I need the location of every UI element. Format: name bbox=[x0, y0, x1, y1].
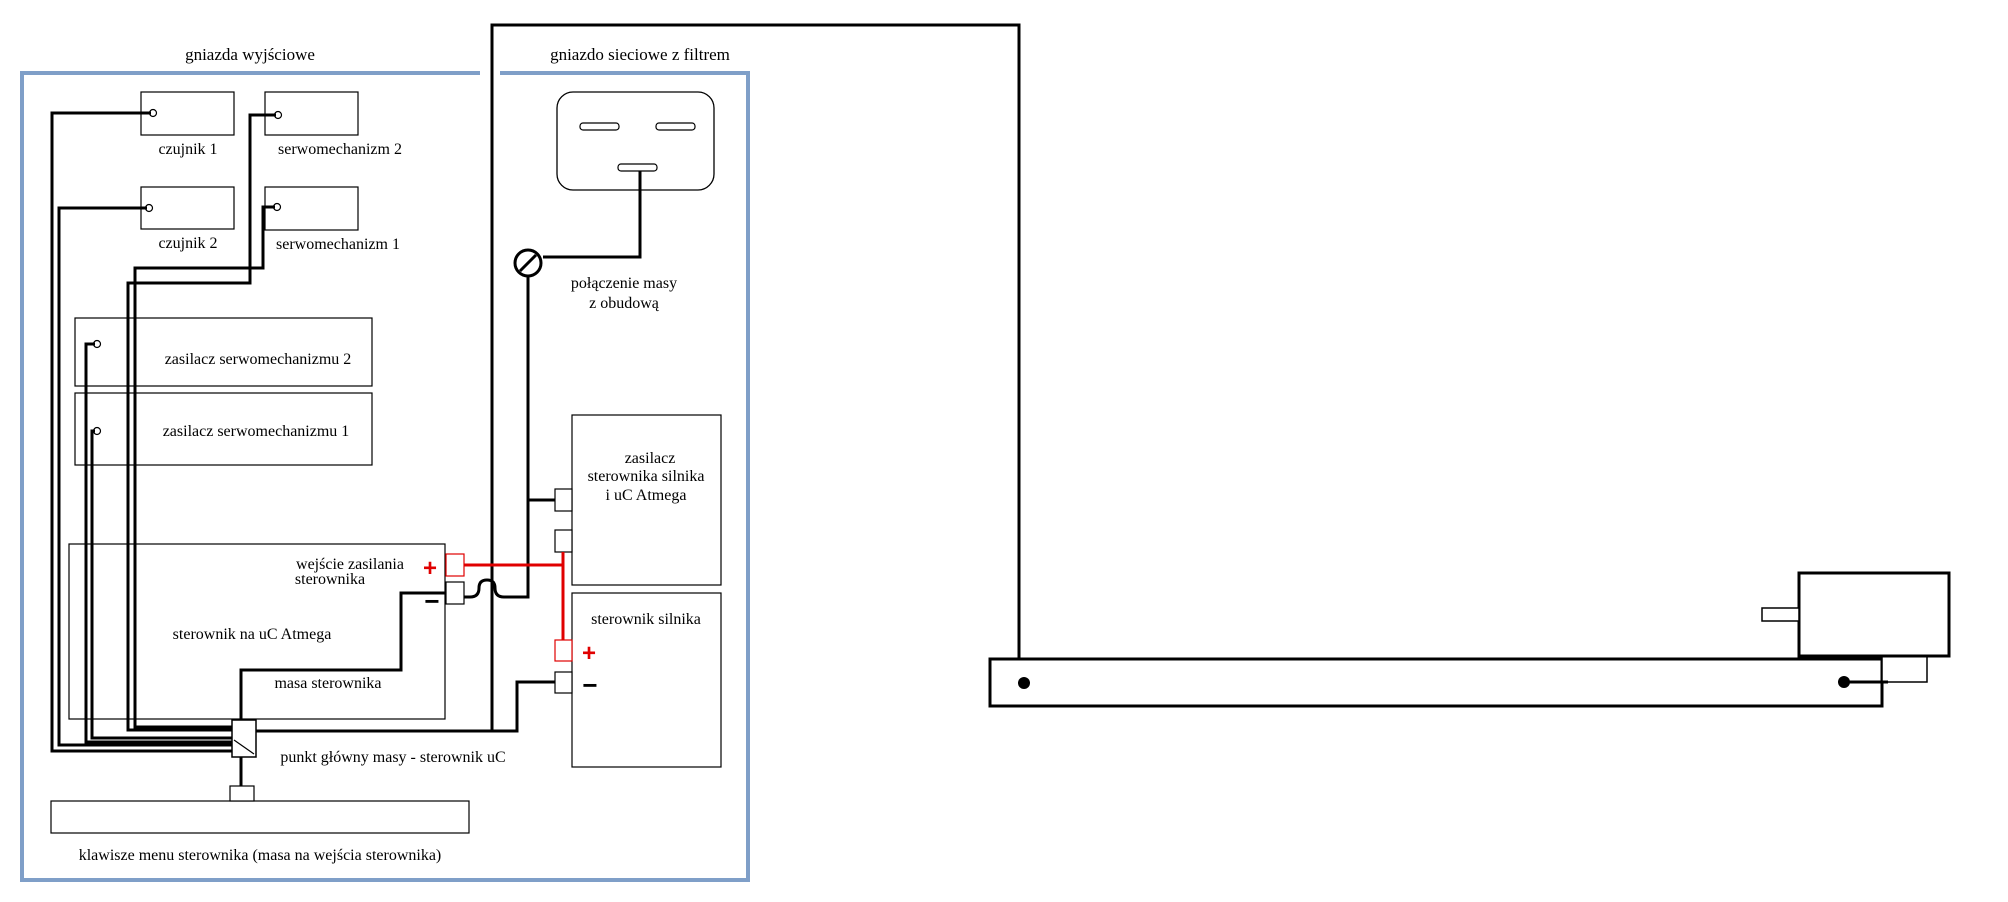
ground-wires bbox=[50, 23, 1021, 786]
mains-socket-title: gniazdo sieciowe z filtrem bbox=[550, 45, 730, 64]
motor-shaft bbox=[1761, 607, 1800, 622]
motor-psu-label-2: sterownika silnika bbox=[588, 468, 705, 485]
servo-psu-1-box bbox=[74, 392, 373, 466]
output-sockets-title: gniazda wyjściowe bbox=[185, 45, 315, 64]
motor-driver-label: sterownik silnika bbox=[591, 611, 701, 628]
frame-bar bbox=[988, 657, 1884, 708]
ground-to-case-label-1: połączenie masy bbox=[571, 275, 677, 292]
controller-minus-connector bbox=[445, 581, 465, 605]
sensor-1-socket bbox=[140, 91, 235, 136]
servo-1-label: serwomechanizm 1 bbox=[276, 236, 400, 253]
driver-minus-connector bbox=[554, 671, 573, 694]
mains-socket bbox=[556, 91, 715, 191]
keypad-box bbox=[50, 800, 470, 834]
motor-psu-label-3: i uC Atmega bbox=[606, 487, 687, 504]
servo-psu-1-label: zasilacz serwomechanizmu 1 bbox=[163, 423, 350, 440]
controller-power-in-label-2: sterownika bbox=[295, 571, 365, 588]
servo-2-label: serwomechanizm 2 bbox=[278, 141, 402, 158]
keypad-label: klawisze menu sterownika (masa na wejści… bbox=[79, 847, 442, 864]
ground-to-case-label-2: z obudową bbox=[589, 295, 660, 312]
sensor-1-label: czujnik 1 bbox=[158, 141, 217, 158]
main-ground-point bbox=[231, 719, 257, 758]
psu-output-connector-2 bbox=[554, 529, 573, 553]
motor-psu-box bbox=[571, 414, 722, 586]
driver-plus-connector bbox=[554, 639, 573, 662]
controller-label: sterownik na uC Atmega bbox=[173, 626, 332, 643]
controller-plus-symbol: + bbox=[423, 555, 437, 582]
sensor-2-label: czujnik 2 bbox=[158, 235, 217, 252]
motor-mount bbox=[1881, 655, 1928, 683]
sensor-2-socket bbox=[140, 186, 235, 230]
servo-psu-2-box bbox=[74, 317, 373, 387]
positive-wires bbox=[464, 552, 565, 640]
connectors bbox=[229, 488, 573, 802]
controller-power-in-label-1: wejście zasilania bbox=[296, 556, 404, 573]
keypad-connector bbox=[229, 785, 255, 802]
frame-ground-terminal bbox=[1018, 677, 1030, 689]
enclosure-outline bbox=[20, 71, 750, 882]
servo-psu-2-label: zasilacz serwomechanizmu 2 bbox=[165, 351, 352, 368]
driver-plus-symbol: + bbox=[582, 640, 596, 667]
motor-ground-terminal bbox=[1838, 676, 1850, 688]
motor-driver-box bbox=[571, 592, 722, 768]
psu-output-connector-1 bbox=[554, 488, 573, 512]
motor-psu-label-1: zasilacz bbox=[625, 450, 676, 467]
motor-body bbox=[1797, 571, 1951, 658]
motor-frame bbox=[988, 571, 1951, 708]
main-ground-point-label: punkt główny masy - sterownik uC bbox=[280, 749, 505, 766]
controller-minus-symbol: − bbox=[424, 586, 439, 616]
component-boxes bbox=[50, 91, 722, 834]
earth-symbol bbox=[513, 248, 543, 278]
controller-ground-label: masa sterownika bbox=[274, 675, 381, 692]
driver-minus-symbol: − bbox=[582, 670, 597, 700]
controller-plus-connector bbox=[445, 553, 465, 577]
controller-box bbox=[68, 543, 446, 720]
socket-pins bbox=[92, 108, 283, 436]
